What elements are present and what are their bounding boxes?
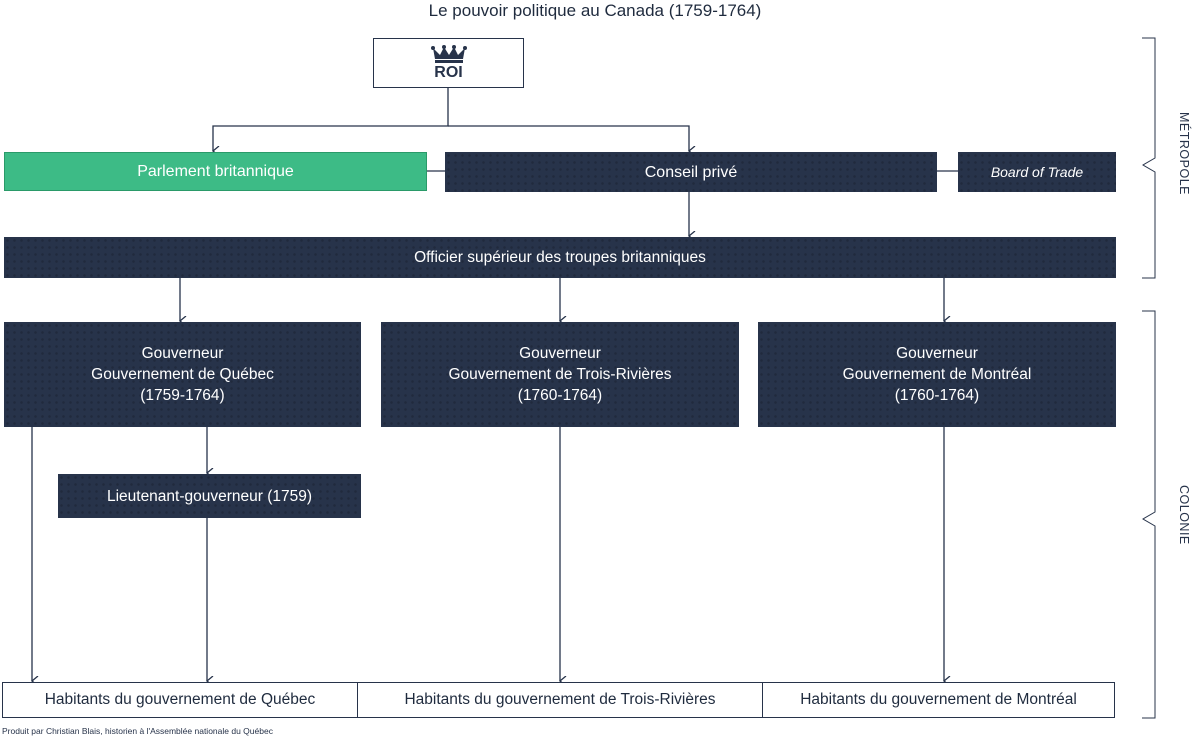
gouverneur-title: Gouverneur (141, 345, 224, 362)
gouvernement-name: Gouvernement de Québec (91, 366, 274, 383)
gouvernement-name: Gouvernement de Montréal (842, 366, 1032, 383)
gouverneur-quebec-box: Gouverneur Gouvernement de Québec (1759-… (4, 322, 361, 427)
officier-box: Officier supérieur des troupes britanniq… (4, 237, 1116, 278)
metropole-bracket (1142, 37, 1156, 279)
metropole-label: MÉTROPOLE (1177, 112, 1191, 195)
parlement-label: Parlement britannique (137, 162, 294, 180)
habitants-label: Habitants du gouvernement de Québec (44, 691, 316, 708)
diagram-title: Le pouvoir politique au Canada (1759-176… (428, 1, 762, 20)
gouvernement-name: Gouvernement de Trois-Rivières (448, 366, 672, 383)
gouverneur-years: (1760-1764) (517, 387, 603, 404)
board-label: Board of Trade (990, 163, 1084, 180)
gouverneur-title: Gouverneur (519, 345, 601, 362)
habitants-label: Habitants du gouvernement de Trois-Riviè… (404, 691, 716, 708)
gouverneur-title: Gouverneur (896, 345, 978, 362)
gouverneur-years: (1760-1764) (894, 387, 980, 404)
credit-text: Produit par Christian Blais, historien à… (2, 726, 273, 736)
gouverneur-montreal-box: Gouverneur Gouvernement de Montréal (176… (758, 322, 1116, 427)
roi-label: ROI (434, 64, 463, 81)
habitants-trois-rivieres-box: Habitants du gouvernement de Trois-Riviè… (357, 682, 763, 718)
roi-box: ROI (373, 38, 524, 88)
lieutenant-label: Lieutenant-gouverneur (1759) (106, 487, 313, 505)
parlement-box: Parlement britannique (4, 152, 427, 191)
gouverneur-trois-rivieres-box: Gouverneur Gouvernement de Trois-Rivière… (381, 322, 739, 427)
habitants-quebec-box: Habitants du gouvernement de Québec (2, 682, 358, 718)
colonie-label: COLONIE (1177, 485, 1191, 545)
crown-icon (430, 45, 467, 63)
habitants-montreal-box: Habitants du gouvernement de Montréal (762, 682, 1115, 718)
officier-label: Officier supérieur des troupes britanniq… (414, 249, 706, 266)
conseil-label: Conseil privé (644, 163, 738, 181)
colonie-bracket (1142, 310, 1156, 719)
lieutenant-box: Lieutenant-gouverneur (1759) (58, 474, 361, 518)
board-box: Board of Trade (958, 152, 1116, 192)
conseil-box: Conseil privé (445, 152, 937, 192)
habitants-label: Habitants du gouvernement de Montréal (800, 691, 1077, 708)
gouverneur-years: (1759-1764) (140, 387, 225, 404)
